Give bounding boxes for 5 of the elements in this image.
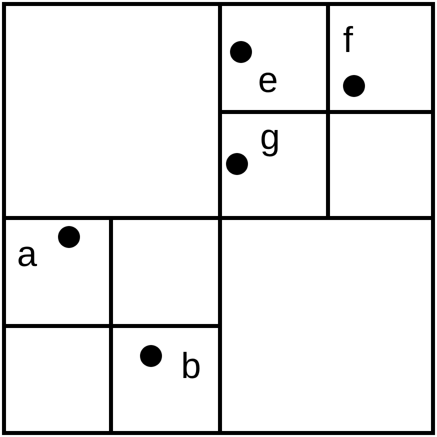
point-label: f xyxy=(343,22,353,58)
point-label: g xyxy=(260,119,280,155)
point-label: a xyxy=(16,236,38,272)
point-label: b xyxy=(180,348,202,384)
point-label: e xyxy=(258,62,278,98)
